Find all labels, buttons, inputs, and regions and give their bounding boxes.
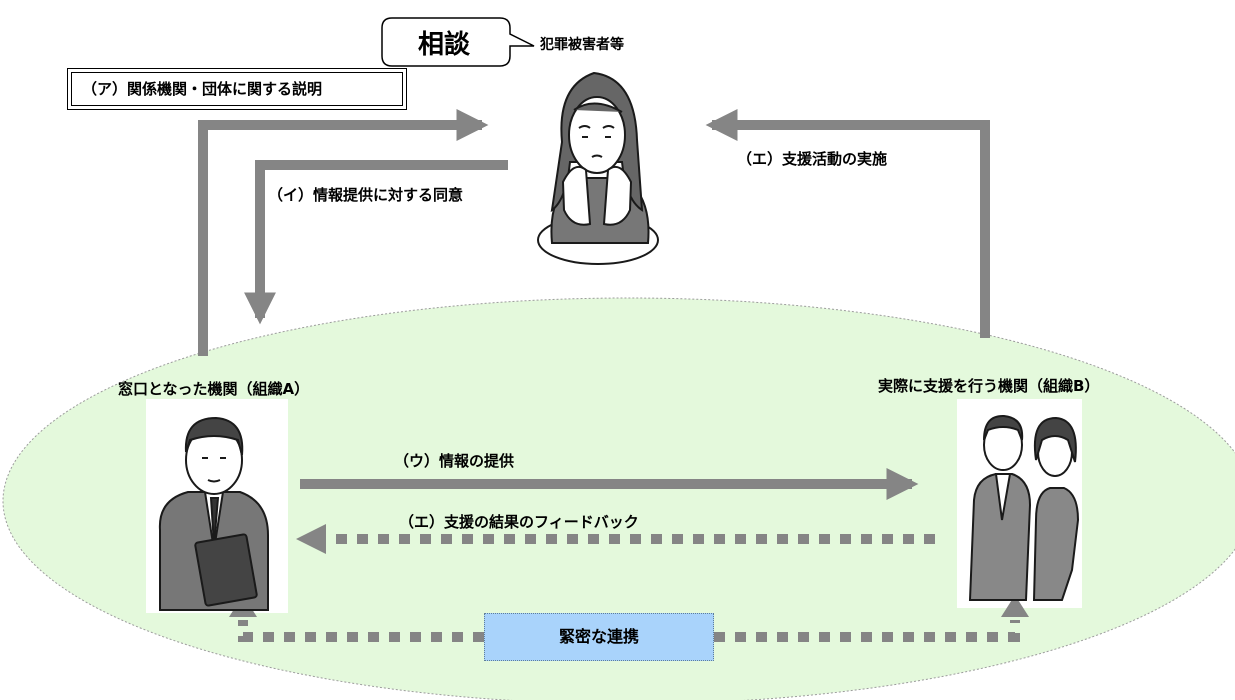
worried-woman-illustration: [537, 71, 659, 265]
support-activity-arrow: [705, 108, 990, 338]
org-b-label: 実際に支援を行う機関（組織B）: [878, 377, 1100, 395]
explanation-label: （ア）関係機関・団体に関する説明: [71, 72, 403, 106]
speech-bubble-icon: [381, 17, 535, 67]
cooperation-arrowhead-right: [1001, 595, 1029, 617]
cooperation-ellipse: [2, 297, 1235, 700]
consent-label: （イ）情報提供に対する同意: [268, 186, 464, 204]
victim-label: 犯罪被害者等: [540, 37, 624, 53]
explanation-arrow: [198, 108, 489, 356]
cooperation-arrow-left: [238, 620, 484, 642]
feedback-label: （エ）支援の結果のフィードバック: [399, 513, 639, 531]
explanation-box: （ア）関係機関・団体に関する説明: [67, 68, 407, 110]
businessman-clipboard-illustration: [158, 416, 269, 611]
cooperation-arrow-right: [714, 620, 1020, 642]
business-couple-illustration: [968, 414, 1080, 601]
info-provision-label: （ウ）情報の提供: [394, 452, 515, 470]
feedback-arrowhead: [296, 524, 326, 554]
consent-arrow: [243, 160, 508, 325]
support-activity-label: （エ）支援活動の実施: [737, 150, 888, 168]
org-a-label: 窓口となった機関（組織A）: [118, 380, 310, 398]
consultation-label: 相談: [418, 30, 471, 60]
cooperation-box: 緊密な連携: [484, 613, 714, 661]
